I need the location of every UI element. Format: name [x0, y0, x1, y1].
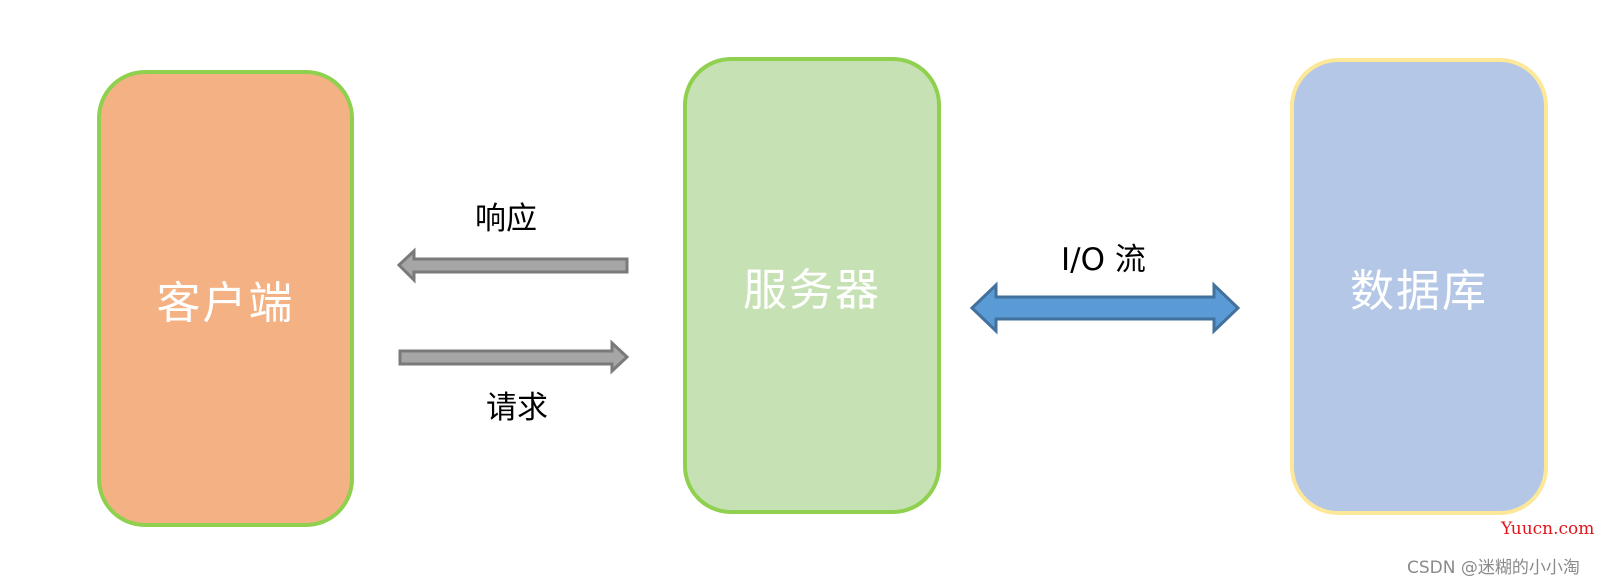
request-arrow	[398, 339, 630, 375]
io-stream-label: I/O 流	[1061, 242, 1146, 278]
response-label: 响应	[475, 201, 537, 237]
server-label: 服务器	[743, 264, 881, 316]
site-watermark: Yuucn.com	[1501, 519, 1595, 539]
author-watermark: CSDN @迷糊的小小淘	[1407, 558, 1580, 578]
request-label: 请求	[486, 390, 548, 426]
database-node: 数据库	[1290, 58, 1548, 515]
client-label: 客户端	[156, 277, 295, 329]
server-node: 服务器	[683, 57, 941, 514]
database-label: 数据库	[1350, 265, 1488, 317]
client-node: 客户端	[97, 70, 354, 527]
response-arrow	[396, 247, 629, 284]
io-double-arrow	[969, 281, 1241, 335]
